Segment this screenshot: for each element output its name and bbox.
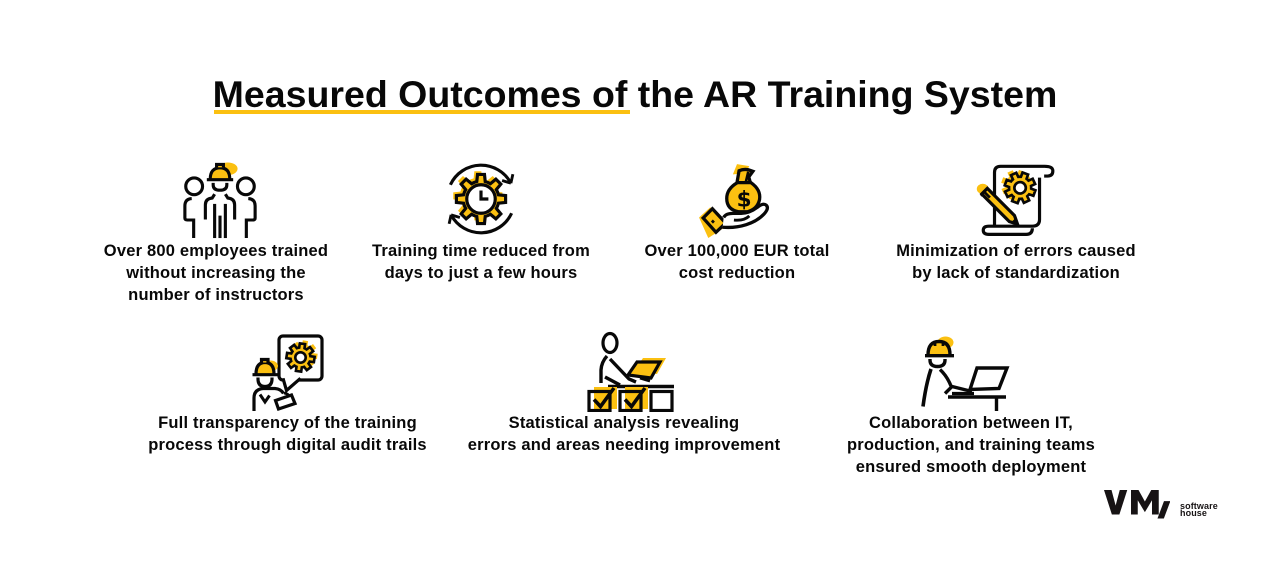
logo-tagline-line1: software [1180,500,1218,511]
workers-group-icon [169,160,263,240]
outcome-item-employees: Over 800 employees trained without incre… [46,160,386,306]
outcome-caption: Minimization of errors caused by lack of… [896,242,1136,282]
money-bag-hand-icon: $ [698,160,776,240]
outcome-item-errors: Minimization of errors caused by lack of… [846,160,1186,284]
worker-laptop-icon [921,332,1010,412]
outcome-item-analysis: Statistical analysis revealing errors an… [444,330,804,456]
outcome-item-collaboration: Collaboration between IT, production, an… [796,332,1146,478]
gear-clock-refresh-icon [443,160,519,240]
worker-speech-bubble-gear-icon [248,332,328,412]
outcome-caption: Full transparency of the training proces… [148,414,427,454]
logo-tagline: software house [1180,500,1218,519]
outcome-item-cost: $ Over 100,000 EUR total cost reduction [567,160,907,284]
outcome-caption: Training time reduced from days to just … [372,242,590,282]
outcome-item-transparency: Full transparency of the training proces… [115,332,460,456]
vm-logo-mark [1104,490,1170,519]
title-rest-part: the AR Training System [627,73,1058,115]
page-title: Measured Outcomes of the AR Training Sys… [0,73,1270,116]
vm-logo: software house [1104,490,1218,519]
analyst-checkboxes-icon [568,330,680,412]
document-gear-pencil-icon [972,160,1060,240]
svg-text:$: $ [737,188,752,213]
logo-tagline-line2: house [1180,508,1208,519]
outcome-caption: Over 100,000 EUR total cost reduction [644,242,830,282]
title-underlined-part: Measured Outcomes of [212,73,628,115]
outcome-caption: Over 800 employees trained without incre… [103,242,329,304]
outcome-item-training-time: Training time reduced from days to just … [311,160,651,284]
outcome-caption: Collaboration between IT, production, an… [846,414,1095,476]
outcome-caption: Statistical analysis revealing errors an… [467,414,781,454]
